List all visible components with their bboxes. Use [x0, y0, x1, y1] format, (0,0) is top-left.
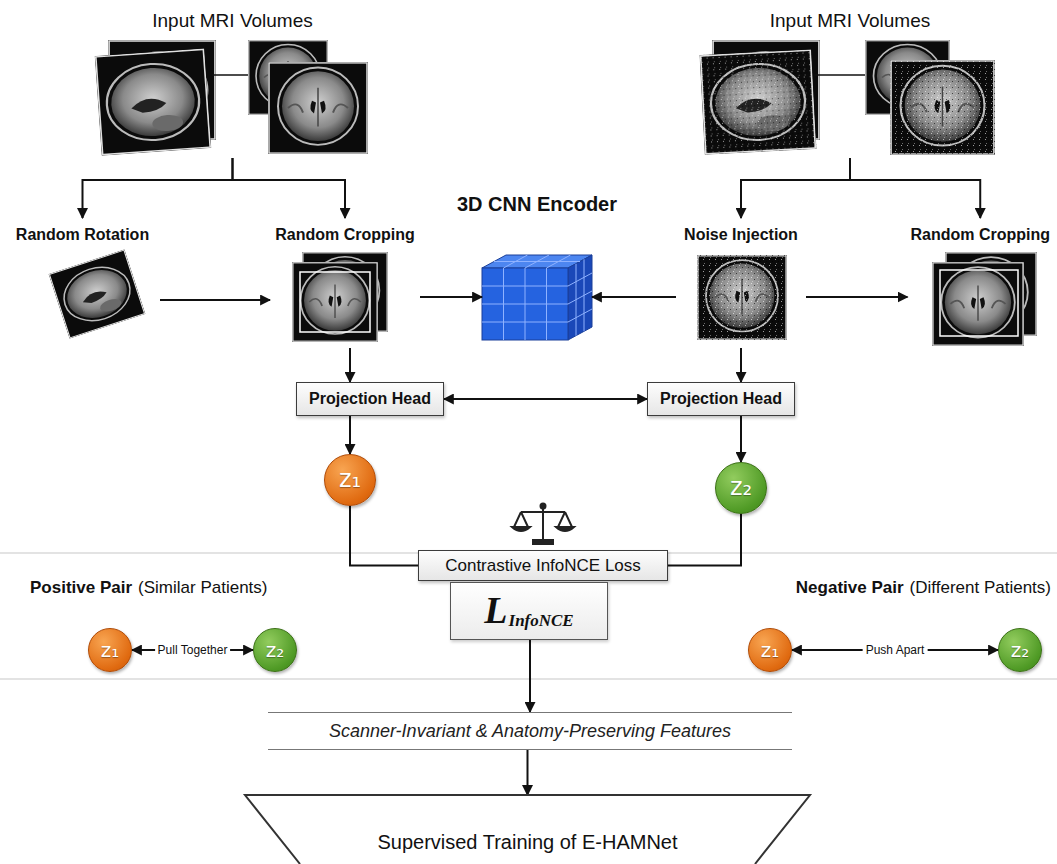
node-label: z₂ [1011, 639, 1030, 662]
encoder-cube-illustration [482, 255, 592, 340]
encoder-cube: 3D CNN Encoder [482, 255, 592, 340]
connector-line [350, 506, 418, 566]
flow-arrow [349, 416, 351, 454]
flow-arrow [740, 416, 742, 462]
edge-label: Pull Together [155, 643, 231, 657]
mri-slice [268, 62, 368, 154]
augmentation-panel: Random Cropping [270, 218, 420, 348]
flow-arrow [349, 348, 351, 382]
node-label: Noise Injection [684, 226, 798, 244]
node-label: Projection Head [660, 390, 782, 408]
node-label: InfoNCE [509, 611, 574, 631]
stack-link [814, 74, 865, 76]
node-label: z₂ [266, 639, 285, 662]
pair-caption: (Similar Patients) [138, 578, 267, 598]
embedding-circle: z₁ [88, 628, 132, 672]
projection-head-box: Projection Head [647, 382, 795, 416]
input-volumes: Input MRI Volumes [695, 2, 1005, 158]
node-label: z₂ [730, 474, 752, 502]
augmentation-panel: Random Rotation [5, 218, 160, 344]
edge-label: Push Apart [863, 643, 928, 657]
noise-overlay [890, 60, 995, 155]
feature-band: Scanner-Invariant & Anatomy-Preserving F… [268, 712, 792, 750]
node-label: Random Cropping [910, 226, 1050, 244]
noise-overlay [697, 255, 787, 340]
node-label: z₁ [339, 466, 361, 494]
embedding-circle: z₁ [324, 454, 376, 506]
trapezoid-fill [245, 795, 810, 864]
crop-frame [300, 272, 370, 332]
flow-arrow [444, 398, 647, 400]
noise-overlay [699, 49, 816, 155]
embedding-circle: z₂ [253, 628, 297, 672]
flow-arrow [741, 158, 850, 218]
node-label: Input MRI Volumes [770, 10, 931, 32]
pair-caption: Negative Pair [796, 578, 904, 598]
node-label: Random Rotation [16, 226, 149, 244]
embedding-circle: z₁ [748, 628, 792, 672]
pair-caption: (Different Patients) [910, 578, 1051, 598]
flow-arrow [233, 158, 346, 218]
node-label: z₁ [101, 639, 120, 662]
augmentation-panel: Random Cropping [907, 218, 1053, 352]
embedding-circle: z₂ [998, 628, 1042, 672]
rotated-slice [48, 249, 145, 338]
loss-box: Contrastive InfoNCE Loss [418, 550, 668, 581]
node-label: Projection Head [309, 390, 431, 408]
mri-slice [890, 60, 995, 155]
projection-head-box: Projection Head [296, 382, 444, 416]
flow-arrow [850, 158, 980, 218]
flow-arrow [160, 299, 270, 301]
training-trapezoid: Supervised Training of E-HAMNet [245, 795, 810, 864]
flow-arrow [529, 640, 531, 712]
input-volumes: Input MRI Volumes [90, 2, 375, 158]
node-label: Supervised Training of E-HAMNet [377, 831, 677, 854]
pair-caption: Positive Pair [30, 578, 132, 598]
balance-icon [512, 504, 574, 545]
node-label: Input MRI Volumes [152, 10, 313, 32]
mri-slice [95, 48, 212, 155]
mri-slice [292, 262, 378, 342]
mri-slice [699, 49, 816, 155]
flow-arrow [527, 750, 529, 795]
flow-arrow [592, 296, 676, 298]
flow-arrow [420, 296, 482, 298]
flow-arrow [806, 296, 907, 298]
node-label: 3D CNN Encoder [457, 193, 617, 216]
augmentation-panel: Noise Injection [676, 218, 806, 348]
pair-caption-row: Positive Pair (Similar Patients) [30, 578, 267, 598]
pair-caption-row: Negative Pair (Different Patients) [796, 578, 1051, 598]
flow-arrow [83, 158, 233, 218]
mri-slice [932, 262, 1024, 346]
flow-arrow [740, 348, 742, 382]
mri-slice [697, 255, 787, 340]
node-label: Scanner-Invariant & Anatomy-Preserving F… [329, 721, 731, 742]
embedding-circle: z₂ [715, 462, 767, 514]
node-label: L [484, 589, 507, 633]
stack-link [212, 74, 248, 76]
section-divider [0, 678, 1057, 679]
node-label: z₁ [761, 639, 780, 662]
trapezoid-border [245, 795, 810, 864]
node-label: Random Cropping [275, 226, 415, 244]
connector-line [668, 514, 741, 566]
node-label: Contrastive InfoNCE Loss [445, 556, 641, 576]
crop-frame [940, 270, 1018, 336]
loss-symbol-box: LInfoNCE [450, 582, 608, 640]
trapezoid-outline [245, 795, 810, 864]
